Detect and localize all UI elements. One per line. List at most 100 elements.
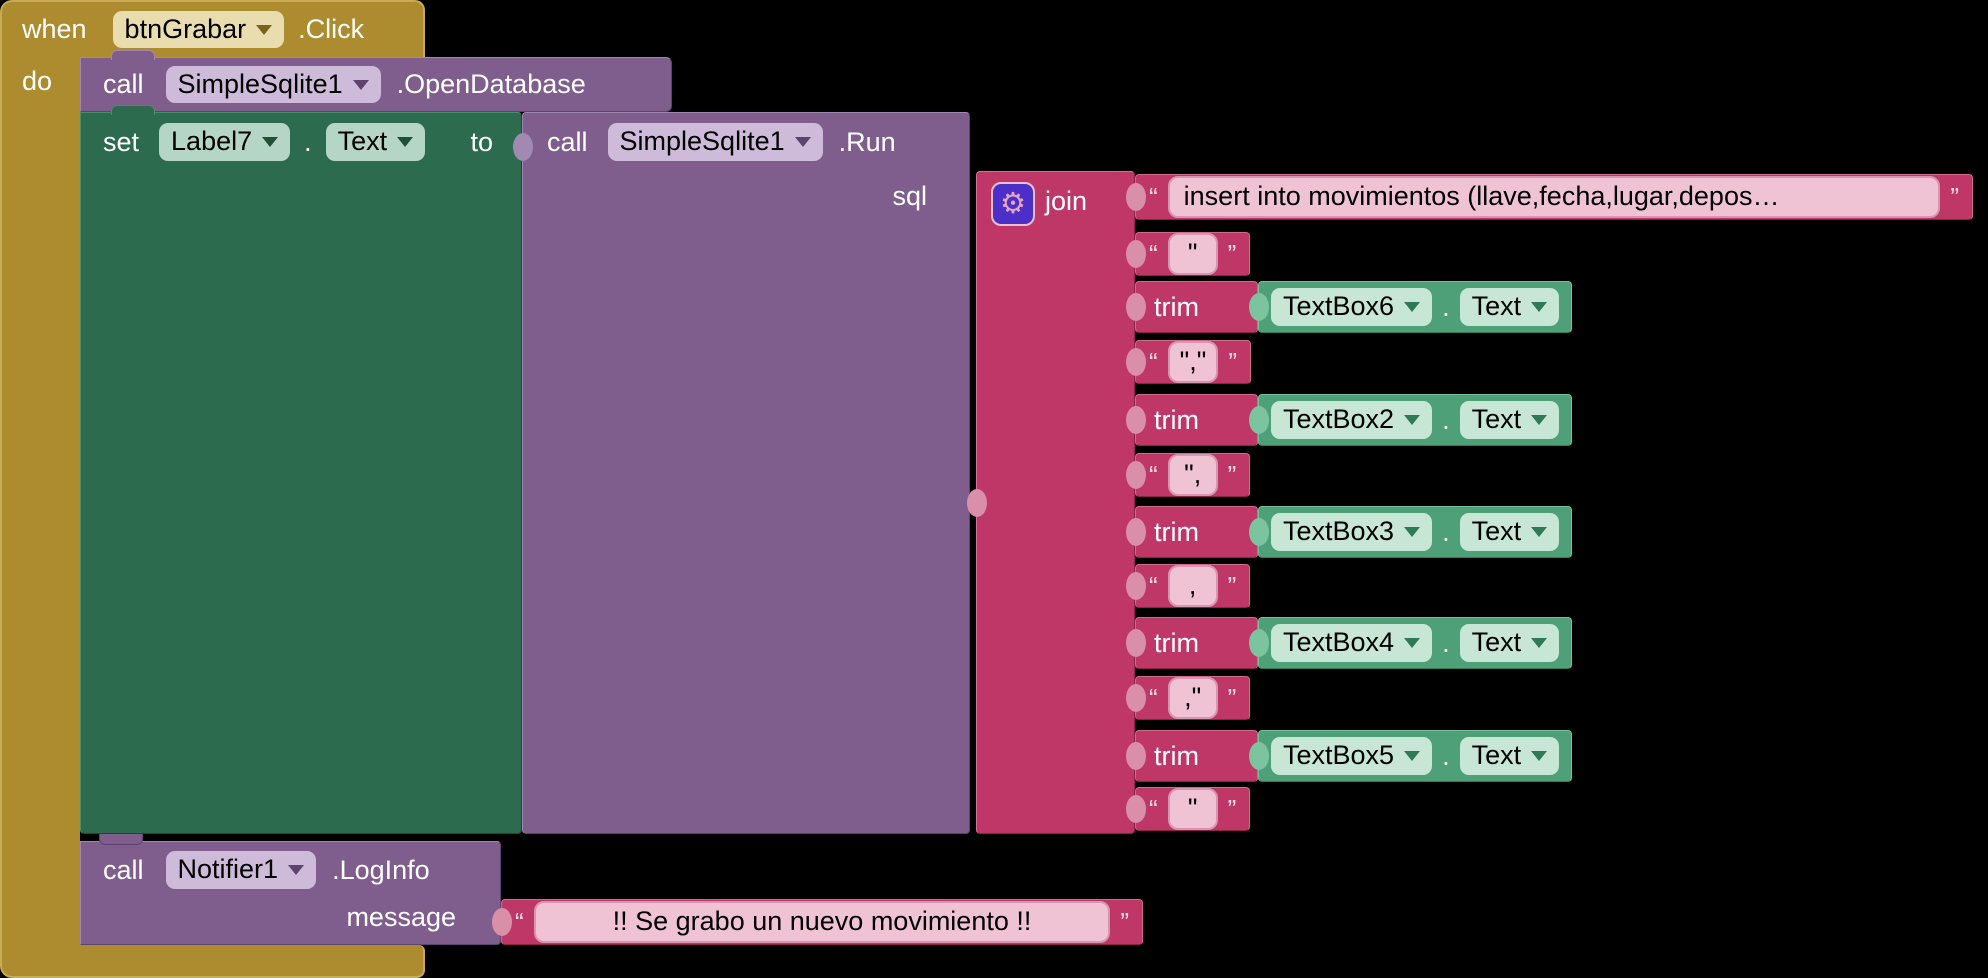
property-dropdown-text[interactable]: Text	[1459, 288, 1560, 326]
open-quote: “	[1149, 182, 1158, 212]
dot-separator: .	[304, 126, 312, 157]
when-keyword: when	[22, 14, 87, 44]
text-string-field[interactable]: ,	[1167, 565, 1218, 607]
property-dropdown-label: Text	[1471, 516, 1522, 547]
call-keyword: call	[103, 69, 144, 99]
component-dropdown-simplesqlite1[interactable]: SimpleSqlite1	[607, 123, 823, 161]
trim-block[interactable]: trim	[1135, 730, 1258, 782]
call-loginfo-block[interactable]: call Notifier1 .LogInfo message	[80, 834, 501, 945]
component-dropdown-textbox5[interactable]: TextBox5	[1271, 737, 1433, 775]
open-quote: “	[1149, 571, 1158, 601]
component-dropdown-textbox6[interactable]: TextBox6	[1271, 288, 1433, 326]
dropdown-arrow-icon	[262, 137, 279, 147]
textbox5-text-getter-block[interactable]: TextBox5 . Text	[1258, 730, 1573, 782]
when-block-footer[interactable]	[0, 945, 425, 978]
text-string-block[interactable]: “ ", ”	[1135, 453, 1251, 497]
dropdown-arrow-icon	[352, 79, 369, 90]
component-dropdown-notifier1[interactable]: Notifier1	[165, 851, 317, 889]
component-dropdown-label: Label7	[171, 126, 253, 157]
dropdown-arrow-icon	[1404, 302, 1421, 312]
component-dropdown-label: SimpleSqlite1	[619, 126, 785, 157]
textbox4-text-getter-block[interactable]: TextBox4 . Text	[1258, 617, 1573, 669]
when-block-spine[interactable]	[0, 57, 80, 945]
join-block[interactable]: join	[976, 171, 1135, 834]
dropdown-arrow-icon	[256, 24, 273, 35]
property-dropdown-text[interactable]: Text	[1459, 513, 1560, 551]
join-label: join	[1045, 186, 1088, 216]
property-dropdown-label: Text	[337, 126, 388, 157]
open-quote: “	[1149, 460, 1158, 490]
dropdown-arrow-icon	[794, 137, 811, 147]
close-quote: ”	[1227, 683, 1237, 713]
dropdown-arrow-icon	[1531, 751, 1548, 761]
component-dropdown-label: btnGrabar	[124, 13, 247, 44]
dropdown-arrow-icon	[1404, 638, 1421, 648]
dot-separator: .	[1442, 516, 1450, 547]
component-dropdown-label7[interactable]: Label7	[159, 123, 291, 161]
textbox6-text-getter-block[interactable]: TextBox6 . Text	[1258, 281, 1573, 333]
component-dropdown-simplesqlite1[interactable]: SimpleSqlite1	[165, 65, 381, 104]
trim-block[interactable]: trim	[1135, 281, 1258, 333]
property-dropdown-label: Text	[1471, 740, 1522, 771]
text-string-field[interactable]: ","	[1167, 341, 1219, 383]
dropdown-arrow-icon	[397, 137, 414, 147]
trim-label: trim	[1154, 291, 1199, 322]
set-label7-text-block[interactable]: set Label7 . Text to	[80, 105, 522, 834]
message-text-string-block[interactable]: “ !! Se grabo un nuevo movimiento !! ”	[501, 899, 1143, 945]
do-label: do	[22, 66, 53, 96]
text-string-block[interactable]: “ "," ”	[1135, 340, 1252, 384]
property-dropdown-text[interactable]: Text	[1459, 737, 1560, 775]
textbox2-text-getter-block[interactable]: TextBox2 . Text	[1258, 394, 1573, 446]
component-dropdown-label: Notifier1	[177, 854, 279, 885]
open-quote: “	[1149, 683, 1158, 713]
text-string-field[interactable]: insert into movimientos (llave,fecha,lug…	[1167, 176, 1941, 218]
component-dropdown-label: TextBox5	[1283, 740, 1395, 771]
component-dropdown-label: TextBox4	[1283, 627, 1395, 658]
close-quote: ”	[1227, 460, 1237, 490]
call-keyword: call	[103, 854, 144, 885]
open-quote: “	[1149, 347, 1158, 377]
trim-label: trim	[1154, 516, 1199, 547]
close-quote: ”	[1227, 239, 1237, 269]
dropdown-arrow-icon	[288, 865, 305, 875]
component-dropdown-btngrabar[interactable]: btnGrabar	[112, 10, 285, 49]
method-name: .OpenDatabase	[396, 69, 586, 99]
dropdown-arrow-icon	[1531, 638, 1548, 648]
property-dropdown-text[interactable]: Text	[325, 123, 426, 161]
close-quote: ”	[1120, 907, 1129, 937]
call-run-block[interactable]: call SimpleSqlite1 .Run sql	[522, 112, 970, 834]
component-dropdown-textbox2[interactable]: TextBox2	[1271, 401, 1433, 439]
text-string-block[interactable]: “ " ”	[1135, 787, 1251, 831]
trim-block[interactable]: trim	[1135, 506, 1258, 558]
dropdown-arrow-icon	[1531, 415, 1548, 425]
message-param-label: message	[346, 902, 456, 932]
text-string-field[interactable]: ",	[1167, 454, 1218, 496]
open-quote: “	[515, 907, 524, 937]
trim-block[interactable]: trim	[1135, 394, 1258, 446]
text-string-block[interactable]: “ , ”	[1135, 564, 1251, 608]
text-string-block[interactable]: “ " ”	[1135, 232, 1251, 276]
component-dropdown-textbox3[interactable]: TextBox3	[1271, 513, 1433, 551]
call-opendatabase-block[interactable]: call SimpleSqlite1 .OpenDatabase	[80, 50, 672, 112]
mutator-gear-icon[interactable]	[991, 182, 1035, 226]
text-string-field[interactable]: !! Se grabo un nuevo movimiento !!	[533, 901, 1111, 943]
text-string-block[interactable]: “ ," ”	[1135, 676, 1251, 720]
set-keyword: set	[103, 126, 140, 157]
property-dropdown-text[interactable]: Text	[1459, 624, 1560, 662]
when-event-block[interactable]: when btnGrabar .Click	[0, 0, 425, 57]
dropdown-arrow-icon	[1531, 302, 1548, 312]
text-string-block[interactable]: “ insert into movimientos (llave,fecha,l…	[1135, 174, 1973, 220]
trim-block[interactable]: trim	[1135, 617, 1258, 669]
component-dropdown-label: TextBox6	[1283, 291, 1395, 322]
text-string-field[interactable]: "	[1167, 233, 1218, 275]
text-string-field[interactable]: "	[1167, 788, 1218, 830]
component-dropdown-textbox4[interactable]: TextBox4	[1271, 624, 1433, 662]
dot-separator: .	[1442, 627, 1450, 658]
call-keyword: call	[547, 126, 588, 157]
property-dropdown-text[interactable]: Text	[1459, 401, 1560, 439]
trim-label: trim	[1154, 404, 1199, 435]
text-string-field[interactable]: ,"	[1167, 677, 1218, 719]
component-dropdown-label: TextBox2	[1283, 404, 1395, 435]
textbox3-text-getter-block[interactable]: TextBox3 . Text	[1258, 506, 1573, 558]
